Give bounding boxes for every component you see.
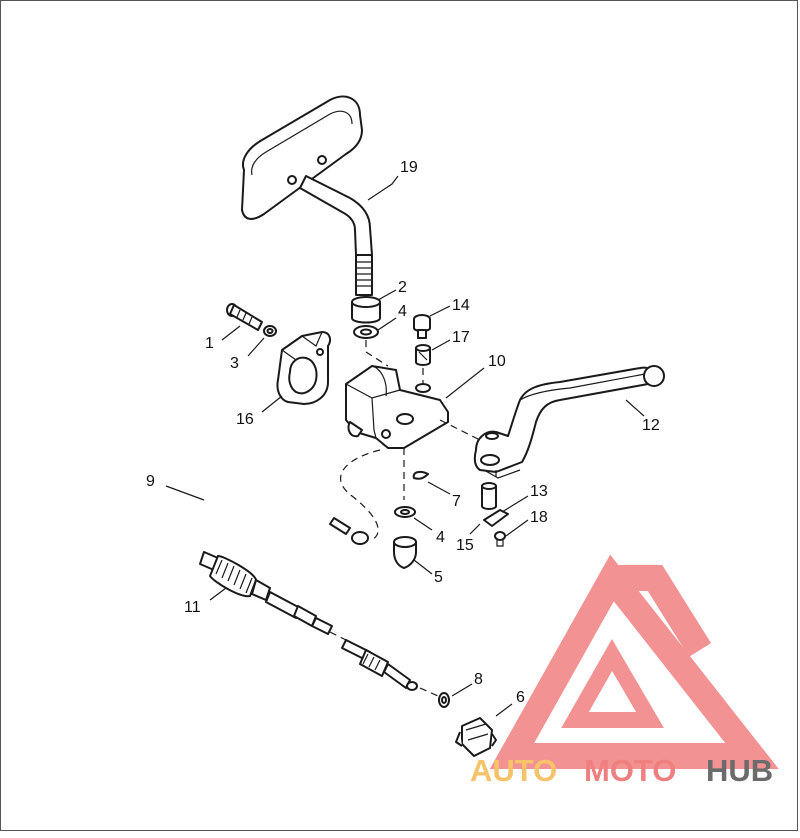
callout-5: 5 <box>434 569 443 586</box>
part-washer-8 <box>438 692 450 708</box>
callout-3: 3 <box>230 355 239 372</box>
callout-16: 16 <box>236 411 254 428</box>
mirror-screw-icon <box>287 175 297 185</box>
watermark-word-moto: MOTO <box>584 753 676 788</box>
callout-18: 18 <box>530 509 548 526</box>
callout-10: 10 <box>488 353 506 370</box>
part-mirror <box>241 95 373 296</box>
part-nut-2 <box>351 296 381 324</box>
callout-4-bottom: 4 <box>436 529 445 546</box>
part-clutch-lever-12 <box>473 365 665 479</box>
callout-15: 15 <box>456 537 474 554</box>
part-cable-clip-6 <box>455 717 497 757</box>
part-cable-end <box>341 639 418 691</box>
part-pivot-pin-14 <box>413 314 431 339</box>
part-clutch-cable-9 <box>180 487 369 559</box>
mirror-screw-icon <box>317 155 327 165</box>
callout-7: 7 <box>452 493 461 510</box>
leader-lines <box>165 175 645 717</box>
watermark-word-auto: AUTO <box>470 753 557 788</box>
callout-14: 14 <box>452 297 470 314</box>
callout-6: 6 <box>516 689 525 706</box>
callout-11: 11 <box>184 599 201 616</box>
part-lockwasher-4-bottom <box>394 506 416 518</box>
part-pin-15 <box>481 482 497 510</box>
callout-12: 12 <box>642 417 660 434</box>
part-screw-1 <box>226 303 263 331</box>
watermark-word-hub: HUB <box>706 753 773 788</box>
part-lockwasher-4-top <box>353 325 379 339</box>
part-screw-18 <box>494 531 506 547</box>
part-cable-adjuster-11 <box>199 551 333 635</box>
part-acorn-nut-5 <box>393 536 417 569</box>
callout-19: 19 <box>400 159 418 176</box>
part-plate-13 <box>483 509 509 527</box>
part-clamp-16 <box>276 331 331 405</box>
callout-17: 17 <box>452 329 470 346</box>
part-lever-bracket-10 <box>345 365 449 449</box>
watermark-logo <box>489 554 779 769</box>
callout-4-top: 4 <box>398 303 407 320</box>
part-washer-3 <box>263 325 277 337</box>
callout-8: 8 <box>474 671 483 688</box>
callout-1: 1 <box>205 335 214 352</box>
part-bushing-17 <box>415 344 431 366</box>
callout-13: 13 <box>530 483 548 500</box>
callout-9: 9 <box>146 473 155 490</box>
callout-2: 2 <box>398 279 407 296</box>
part-circlip-7 <box>412 470 429 480</box>
